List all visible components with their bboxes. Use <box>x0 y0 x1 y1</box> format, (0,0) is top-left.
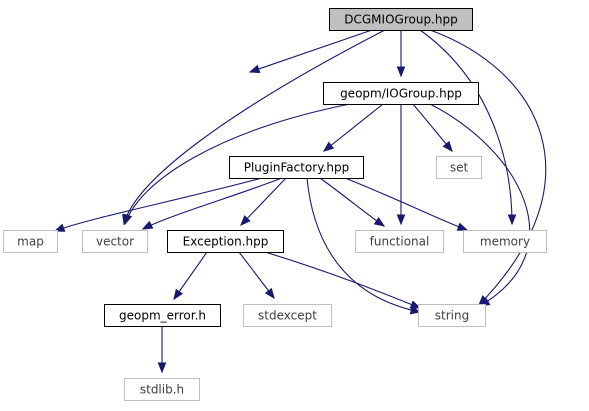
node-vector: vector <box>82 230 148 253</box>
node-label: geopm_error.h <box>119 309 206 323</box>
node-label: map <box>17 235 44 249</box>
node-exception[interactable]: Exception.hpp <box>167 230 284 253</box>
arrowhead <box>240 215 251 226</box>
node-label: set <box>450 161 469 175</box>
arrowhead <box>373 217 386 227</box>
arrowhead <box>322 141 335 152</box>
node-label: stdexcept <box>258 309 317 323</box>
node-memory: memory <box>463 230 547 253</box>
node-label: stdlib.h <box>140 383 184 397</box>
edge-line <box>412 103 453 152</box>
arrowhead <box>396 214 406 226</box>
edge-line <box>124 103 351 225</box>
node-label: vector <box>96 235 134 249</box>
node-label: DCGMIOGroup.hpp <box>344 13 457 27</box>
edge-exception-to-string <box>264 251 422 309</box>
node-box <box>329 8 473 31</box>
edge-dcgm-to-iogroup <box>396 30 406 78</box>
edge-iogroup-to-string <box>429 103 531 307</box>
node-box <box>104 304 221 327</box>
node-stdlib: stdlib.h <box>124 378 200 401</box>
edge-line <box>142 177 283 230</box>
node-string: string <box>418 304 486 327</box>
arrowhead <box>141 220 154 230</box>
edge-iogroup-to-functional <box>396 104 406 226</box>
edge-line <box>323 103 384 152</box>
arrowhead <box>264 287 275 300</box>
node-stdexcept: stdexcept <box>243 304 332 327</box>
edge-line <box>54 177 263 232</box>
node-geopm-error[interactable]: geopm_error.h <box>104 304 221 327</box>
edge-line <box>306 177 421 313</box>
edges-layer <box>53 29 547 374</box>
edge-line <box>419 29 513 225</box>
node-functional: functional <box>355 230 444 253</box>
nodes-layer: DCGMIOGroup.hpp geopm/IOGroup.hppPluginFa… <box>3 8 547 401</box>
edge-plugin-to-exception <box>240 177 287 226</box>
node-plugin[interactable]: PluginFactory.hpp <box>229 156 364 179</box>
arrowhead <box>173 288 184 301</box>
node-box <box>124 378 200 401</box>
edge-exception-to-stdexcept <box>238 251 275 300</box>
edge-plugin-to-map <box>53 177 263 232</box>
node-set: set <box>436 156 482 179</box>
node-label: geopm/IOGroup.hpp <box>340 87 462 101</box>
arrowhead <box>123 213 133 226</box>
arrowhead <box>409 300 422 309</box>
edge-plugin-to-functional <box>319 177 386 227</box>
node-box <box>323 82 479 105</box>
edge-line <box>238 251 275 299</box>
node-label: functional <box>370 235 430 249</box>
edge-line <box>123 29 386 225</box>
node-box <box>463 230 547 253</box>
edge-line <box>173 251 208 300</box>
node-box <box>229 156 364 179</box>
edge-line <box>249 29 373 73</box>
node-label: memory <box>480 235 530 249</box>
edge-iogroup-to-plugin <box>322 103 384 152</box>
node-box <box>243 304 332 327</box>
edge-iogroup-to-vector <box>123 103 351 226</box>
node-map: map <box>3 230 58 253</box>
edge-line <box>429 29 547 306</box>
edge-geopm_error-to-stdlib <box>157 326 167 374</box>
node-box <box>436 156 482 179</box>
edge-line <box>240 177 287 226</box>
edge-dcgm-to-memory <box>419 29 517 226</box>
node-label: PluginFactory.hpp <box>244 161 350 175</box>
edge-plugin-to-memory <box>344 177 469 231</box>
arrowhead <box>157 362 167 374</box>
edge-dcgm-to-vector <box>122 29 386 226</box>
edge-dcgm-to-map <box>248 29 373 74</box>
node-box <box>82 230 148 253</box>
node-label: Exception.hpp <box>183 235 269 249</box>
arrowhead <box>456 222 469 231</box>
node-label: string <box>435 309 469 323</box>
edge-iogroup-to-set <box>412 103 453 153</box>
edge-exception-to-geopm_error <box>173 251 208 301</box>
node-box <box>355 230 444 253</box>
node-box <box>167 230 284 253</box>
arrowhead <box>442 140 453 153</box>
edge-line <box>319 177 385 227</box>
node-box <box>3 230 58 253</box>
arrowhead <box>53 223 66 232</box>
arrowhead <box>396 66 406 78</box>
arrowhead <box>507 214 517 226</box>
edge-line <box>344 177 468 231</box>
node-box <box>418 304 486 327</box>
node-dcgm[interactable]: DCGMIOGroup.hpp <box>329 8 473 31</box>
edge-plugin-to-vector <box>141 177 283 230</box>
node-iogroup[interactable]: geopm/IOGroup.hpp <box>323 82 479 105</box>
edge-line <box>264 251 421 309</box>
edge-line <box>429 103 531 307</box>
arrowhead <box>248 64 261 74</box>
